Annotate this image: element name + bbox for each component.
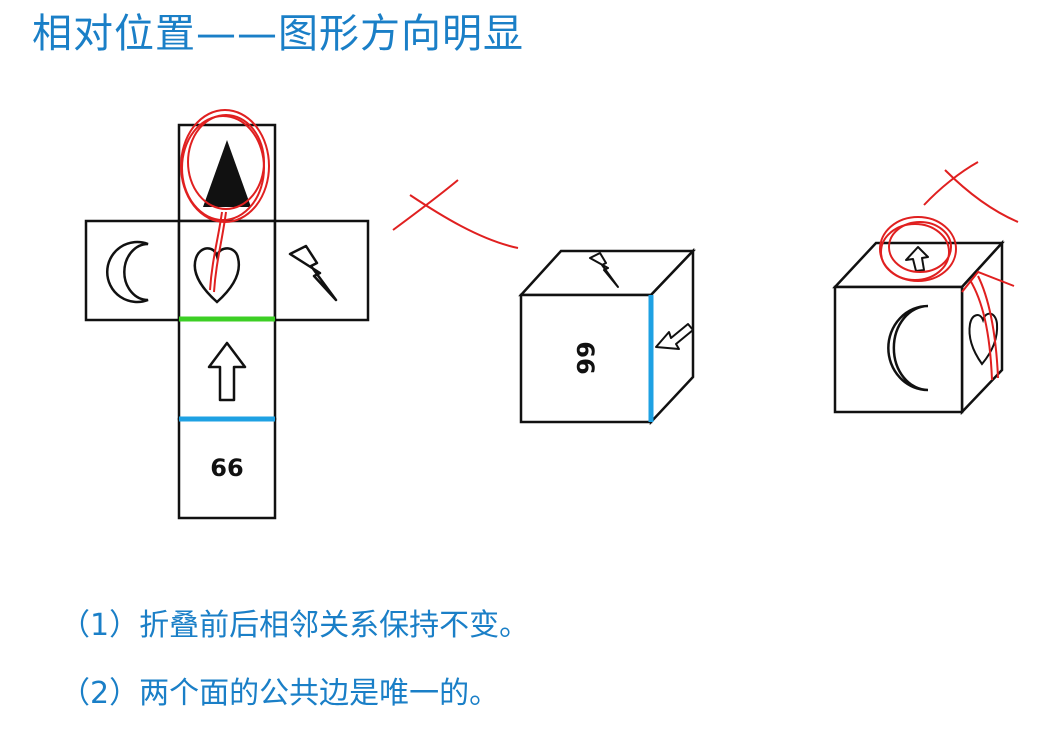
cube-b-red-annotation: [879, 216, 1015, 381]
rule-shared-edge: （2）两个面的公共边是唯一的。: [60, 676, 500, 711]
page-title: 相对位置——图形方向明显: [32, 11, 524, 57]
up-arrow-icon: [207, 341, 247, 402]
moon-icon: [105, 240, 149, 304]
cube-a-wrong-mark: [392, 179, 519, 249]
heart-icon: [193, 247, 240, 304]
cube-b-wrong-mark: [923, 161, 1019, 223]
lightning-icon: [288, 244, 338, 302]
cube-b-arrow-icon: [905, 246, 929, 272]
net-face-left: [84, 219, 181, 322]
cube-a-front: [519, 293, 653, 424]
net-red-annotation: [180, 109, 270, 293]
cube-a-66-label: 66: [571, 341, 599, 374]
net-face-bottom: [177, 417, 277, 520]
cube-b-front: [833, 285, 964, 414]
net-66-label: 66: [210, 454, 243, 482]
net-face-right: [273, 219, 370, 322]
cube-a-lightning-icon: [589, 252, 619, 288]
cube-b-moon-icon: [887, 304, 929, 392]
cube-a-arrow-icon: [655, 323, 694, 350]
triangle-icon: [203, 140, 251, 207]
rule-adjacency: （1）折叠前后相邻关系保持不变。: [60, 608, 530, 643]
